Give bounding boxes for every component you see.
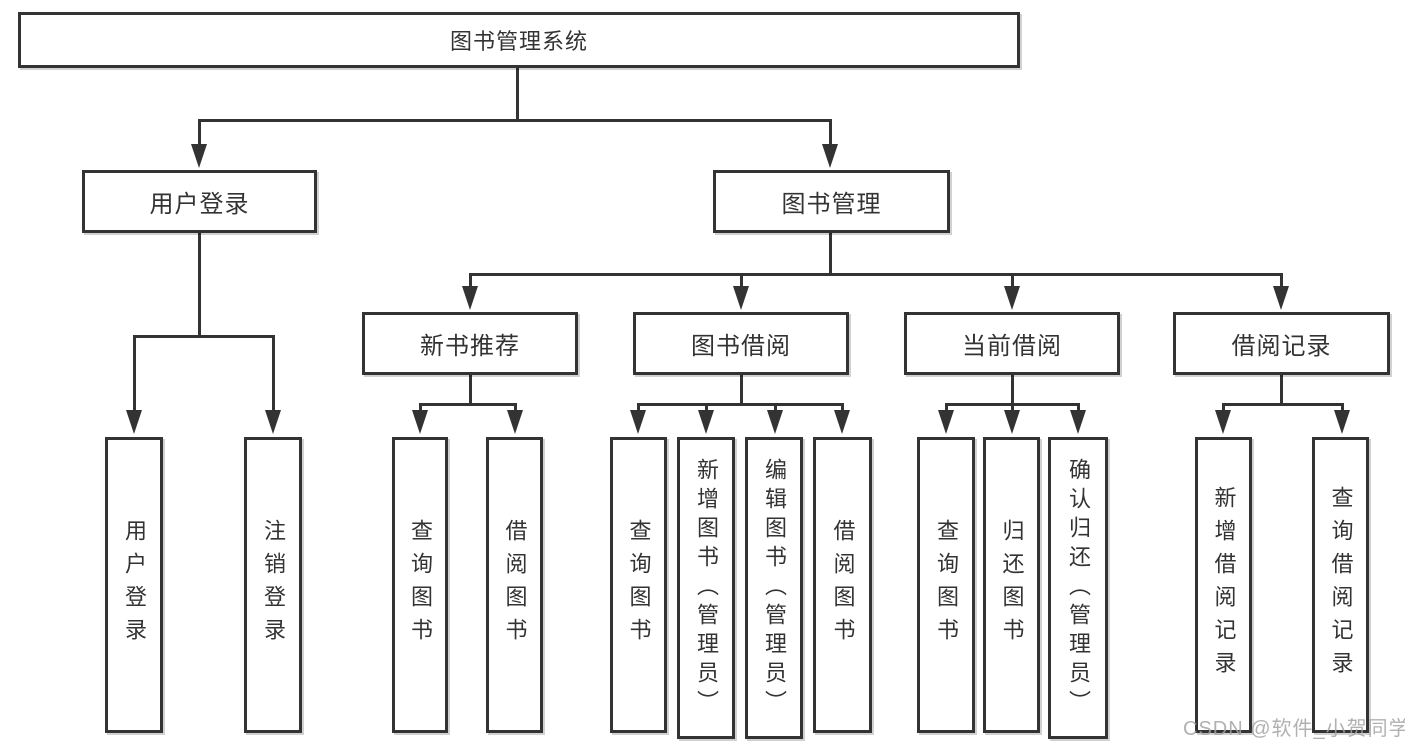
node-label: 图书借阅 <box>691 333 791 360</box>
node-label: 图书管理 <box>781 191 882 218</box>
node-library-management-system: 图书管理系统 <box>18 12 1020 68</box>
connector-drop-leaf <box>637 403 640 412</box>
node-book-borrowing: 图书借阅 <box>633 312 849 375</box>
leaf-query-books-borrowing: 查询图书 <box>610 437 667 733</box>
arrow-down-icon <box>265 410 281 434</box>
arrow-down-icon <box>698 410 714 434</box>
leaf-confirm-return-admin: 确认归还（管理员） <box>1048 437 1108 739</box>
connector-drop-leaf <box>1222 403 1225 412</box>
arrow-down-icon <box>822 144 838 168</box>
leaf-label: 查询图书 <box>934 519 959 651</box>
connector-level1-hline <box>198 119 832 122</box>
leaf-add-borrow-record: 新增借阅记录 <box>1195 437 1252 733</box>
arrow-down-icon <box>733 286 749 310</box>
node-borrowing-records: 借阅记录 <box>1173 312 1390 375</box>
connector-drop-book-management <box>829 119 832 146</box>
leaf-edit-books-admin: 编辑图书（管理员） <box>745 437 803 739</box>
connector-drop-leaf <box>133 335 136 412</box>
connector-borrow-records-stem <box>1280 374 1283 406</box>
arrow-down-icon <box>630 410 646 434</box>
arrow-down-icon <box>191 144 207 168</box>
connector-drop-leaf <box>1341 403 1344 412</box>
arrow-down-icon <box>462 286 478 310</box>
leaf-return-books: 归还图书 <box>983 437 1040 733</box>
connector-book-borrow-hline <box>637 403 844 406</box>
node-label: 借阅记录 <box>1231 333 1332 360</box>
leaf-label: 注销登录 <box>261 519 286 651</box>
connector-drop-leaf <box>1011 403 1014 412</box>
connector-drop-book-borrow <box>740 273 743 288</box>
leaf-borrow-books-recommend: 借阅图书 <box>486 437 543 733</box>
connector-drop-user-login <box>198 119 201 146</box>
leaf-query-books-current: 查询图书 <box>917 437 975 733</box>
node-label: 当前借阅 <box>962 333 1062 360</box>
node-label: 新书推荐 <box>420 333 520 360</box>
connector-drop-current-borrow <box>1011 273 1014 288</box>
leaf-label: 查询借阅记录 <box>1328 486 1354 684</box>
arrow-down-icon <box>1334 410 1350 434</box>
connector-level2-hline <box>469 273 1283 276</box>
connector-drop-borrow-records <box>1280 273 1283 288</box>
leaf-label: 用户登录 <box>122 519 147 651</box>
arrow-down-icon <box>412 410 428 434</box>
leaf-label: 新增图书（管理员） <box>694 457 719 719</box>
connector-borrow-records-hline <box>1222 403 1344 406</box>
leaf-add-books-admin: 新增图书（管理员） <box>677 437 735 739</box>
arrow-down-icon <box>1070 410 1086 434</box>
node-book-management: 图书管理 <box>713 170 950 233</box>
leaf-borrow-books-borrowing: 借阅图书 <box>813 437 872 733</box>
node-label: 图书管理系统 <box>449 29 588 54</box>
leaf-label: 确认归还（管理员） <box>1066 457 1091 719</box>
leaf-label: 借阅图书 <box>830 519 856 651</box>
arrow-down-icon <box>938 410 954 434</box>
connector-book-management-stem <box>829 233 832 275</box>
arrow-down-icon <box>1273 286 1289 310</box>
connector-new-book-stem <box>469 374 472 406</box>
connector-drop-leaf <box>419 403 422 412</box>
connector-drop-leaf <box>514 403 517 412</box>
arrow-down-icon <box>1215 410 1231 434</box>
leaf-label: 新增借阅记录 <box>1211 486 1237 684</box>
connector-drop-leaf <box>272 335 275 412</box>
leaf-label: 查询图书 <box>408 519 433 651</box>
node-current-borrowing: 当前借阅 <box>904 312 1120 375</box>
connector-user-login-hline <box>133 335 275 338</box>
connector-drop-leaf <box>841 403 844 412</box>
arrow-down-icon <box>126 410 142 434</box>
leaf-label: 查询图书 <box>626 519 652 651</box>
connector-drop-leaf <box>945 403 948 412</box>
arrow-down-icon <box>767 410 783 434</box>
connector-drop-leaf <box>774 403 777 412</box>
arrow-down-icon <box>1004 410 1020 434</box>
connector-new-book-hline <box>419 403 517 406</box>
connector-drop-leaf <box>1077 403 1080 412</box>
leaf-label: 归还图书 <box>999 519 1025 651</box>
leaf-label: 借阅图书 <box>502 519 528 651</box>
connector-drop-new-book <box>469 273 472 288</box>
leaf-query-borrow-record: 查询借阅记录 <box>1312 437 1369 733</box>
connector-user-login-stem <box>198 233 201 337</box>
leaf-logout: 注销登录 <box>244 437 302 733</box>
leaf-label: 编辑图书（管理员） <box>762 457 787 719</box>
arrow-down-icon <box>1004 286 1020 310</box>
connector-drop-leaf <box>705 403 708 412</box>
connector-root-stem <box>516 66 519 120</box>
arrow-down-icon <box>507 410 523 434</box>
node-new-book-recommendation: 新书推荐 <box>362 312 578 375</box>
csdn-watermark: CSDN @软件_小贺同学 <box>1183 718 1405 740</box>
node-user-login: 用户登录 <box>82 170 317 233</box>
connector-book-borrow-stem <box>740 374 743 406</box>
leaf-query-books-recommend: 查询图书 <box>392 437 448 733</box>
connector-current-borrow-stem <box>1011 374 1014 406</box>
leaf-user-login: 用户登录 <box>105 437 163 733</box>
node-label: 用户登录 <box>149 191 250 218</box>
arrow-down-icon <box>834 410 850 434</box>
